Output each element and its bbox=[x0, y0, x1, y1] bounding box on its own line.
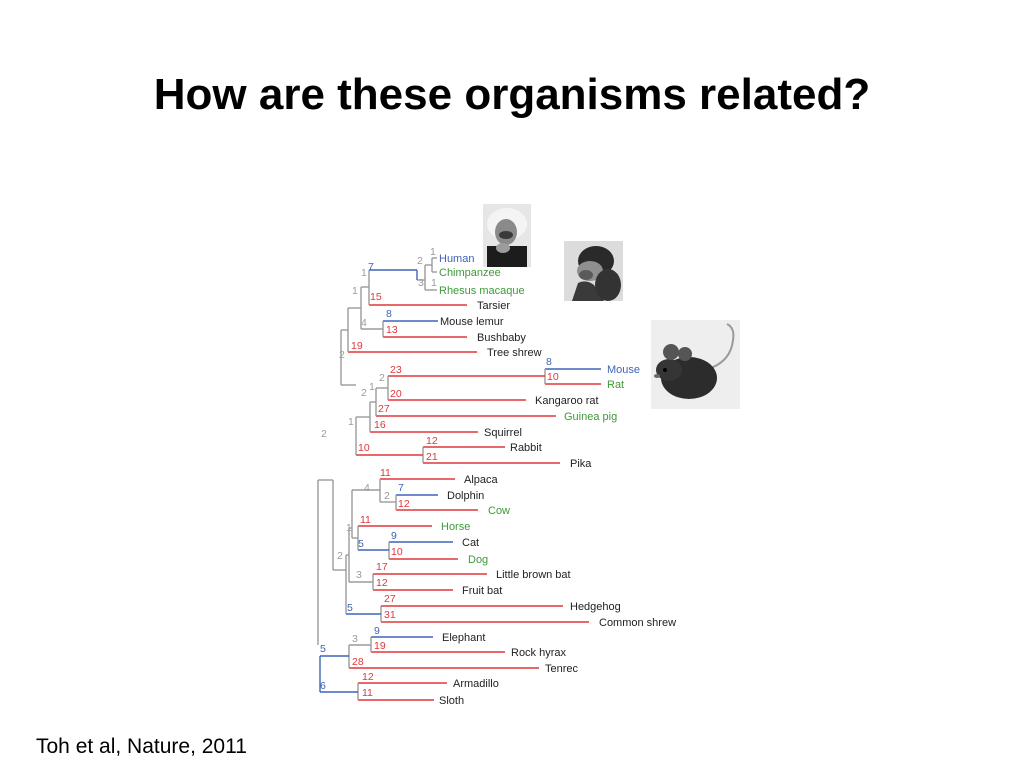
branch-value: 1 bbox=[361, 267, 367, 279]
branch-value: 19 bbox=[351, 340, 363, 352]
branch-value: 4 bbox=[361, 317, 367, 329]
branch-value: 2 bbox=[384, 490, 390, 502]
leaf-label: Bushbaby bbox=[477, 332, 526, 344]
branch-value: 19 bbox=[374, 640, 386, 652]
branch-value: 4 bbox=[364, 482, 370, 494]
mouse-photo bbox=[651, 320, 740, 409]
branch-value: 16 bbox=[374, 419, 386, 431]
leaf-label: Cat bbox=[462, 537, 479, 549]
leaf-label: Horse bbox=[441, 521, 470, 533]
branch-value: 28 bbox=[352, 656, 364, 668]
leaf-label: Mouse bbox=[607, 364, 640, 376]
leaf-label: Pika bbox=[570, 458, 592, 470]
leaf-label: Rhesus macaque bbox=[439, 285, 525, 297]
branch-value: 27 bbox=[384, 593, 396, 605]
leaf-label: Rock hyrax bbox=[511, 647, 567, 659]
leaf-label: Hedgehog bbox=[570, 601, 621, 613]
leaf-label: Tenrec bbox=[545, 663, 579, 675]
leaf-label: Armadillo bbox=[453, 678, 499, 690]
branch-value: 11 bbox=[380, 467, 391, 479]
branch-value: 13 bbox=[386, 324, 398, 336]
branch-value: 5 bbox=[358, 538, 364, 550]
branch-value: 10 bbox=[391, 546, 403, 558]
branch-value: 1 bbox=[369, 381, 375, 393]
citation: Toh et al, Nature, 2011 bbox=[36, 735, 247, 758]
leaf-label: Rabbit bbox=[510, 442, 542, 454]
branch-value: 1 bbox=[348, 416, 354, 428]
branch-value: 12 bbox=[398, 498, 410, 510]
branch-value: 2 bbox=[337, 550, 343, 562]
branch-value: 1 bbox=[430, 246, 436, 258]
leaf-label: Alpaca bbox=[464, 474, 499, 486]
branch-value: 17 bbox=[376, 561, 388, 573]
branch-value: 20 bbox=[390, 388, 402, 400]
slide-title: How are these organisms related? bbox=[153, 70, 871, 119]
branch-value: 6 bbox=[320, 680, 326, 692]
branch-value: 10 bbox=[358, 442, 370, 454]
branch-value: 1 bbox=[431, 277, 437, 289]
leaf-label: Common shrew bbox=[599, 617, 676, 629]
leaf-label: Dolphin bbox=[447, 490, 484, 502]
branch-value: 8 bbox=[386, 308, 392, 320]
branch-value: 27 bbox=[378, 403, 390, 415]
leaf-label: Elephant bbox=[442, 632, 485, 644]
branch-value: 2 bbox=[321, 428, 327, 440]
branch-value: 3 bbox=[352, 633, 358, 645]
leaf-label: Rat bbox=[607, 379, 624, 391]
branch-value: 7 bbox=[398, 482, 404, 494]
leaf-label: Fruit bat bbox=[462, 585, 502, 597]
leaf-label: Sloth bbox=[439, 695, 464, 707]
branch-value: 12 bbox=[362, 671, 374, 683]
leaf-label: Dog bbox=[468, 554, 488, 566]
branch-value: 2 bbox=[379, 372, 385, 384]
leaf-label: Little brown bat bbox=[496, 569, 571, 581]
leaf-label: Mouse lemur bbox=[440, 316, 504, 328]
einstein-photo bbox=[483, 204, 531, 267]
branch-value: 2 bbox=[339, 349, 345, 361]
branch-value: 2 bbox=[361, 387, 367, 399]
branch-value: 5 bbox=[320, 643, 326, 655]
leaf-label: Guinea pig bbox=[564, 411, 617, 423]
branch-value: 9 bbox=[374, 625, 380, 637]
branch-value: 1 bbox=[352, 285, 358, 297]
branch-value: 3 bbox=[418, 277, 424, 289]
branch-value: 8 bbox=[546, 356, 552, 368]
branch-value: 12 bbox=[426, 435, 438, 447]
branch-value: 11 bbox=[362, 687, 373, 699]
leaf-label: Human bbox=[439, 253, 474, 265]
branch-value: 23 bbox=[390, 364, 402, 376]
branch-value: 5 bbox=[347, 602, 353, 614]
leaf-label: Chimpanzee bbox=[439, 267, 501, 279]
branch-value: 15 bbox=[370, 291, 382, 303]
branch-value: 11 bbox=[360, 514, 371, 526]
branch-value: 31 bbox=[384, 609, 396, 621]
branch-value: 1 bbox=[346, 522, 352, 534]
branch-value: 21 bbox=[426, 451, 438, 463]
branch-value: 2 bbox=[417, 255, 423, 267]
branch-value: 7 bbox=[368, 261, 374, 273]
leaf-label: Tree shrew bbox=[487, 347, 542, 359]
branch-value: 3 bbox=[356, 569, 362, 581]
leaf-label: Tarsier bbox=[477, 300, 510, 312]
chimpanzee-photo bbox=[564, 241, 623, 301]
branch-value: 10 bbox=[547, 371, 559, 383]
leaf-label: Cow bbox=[488, 505, 510, 517]
branch-value: 9 bbox=[391, 530, 397, 542]
leaf-label: Squirrel bbox=[484, 427, 522, 439]
branch-value: 12 bbox=[376, 577, 388, 589]
leaf-label: Kangaroo rat bbox=[535, 395, 599, 407]
